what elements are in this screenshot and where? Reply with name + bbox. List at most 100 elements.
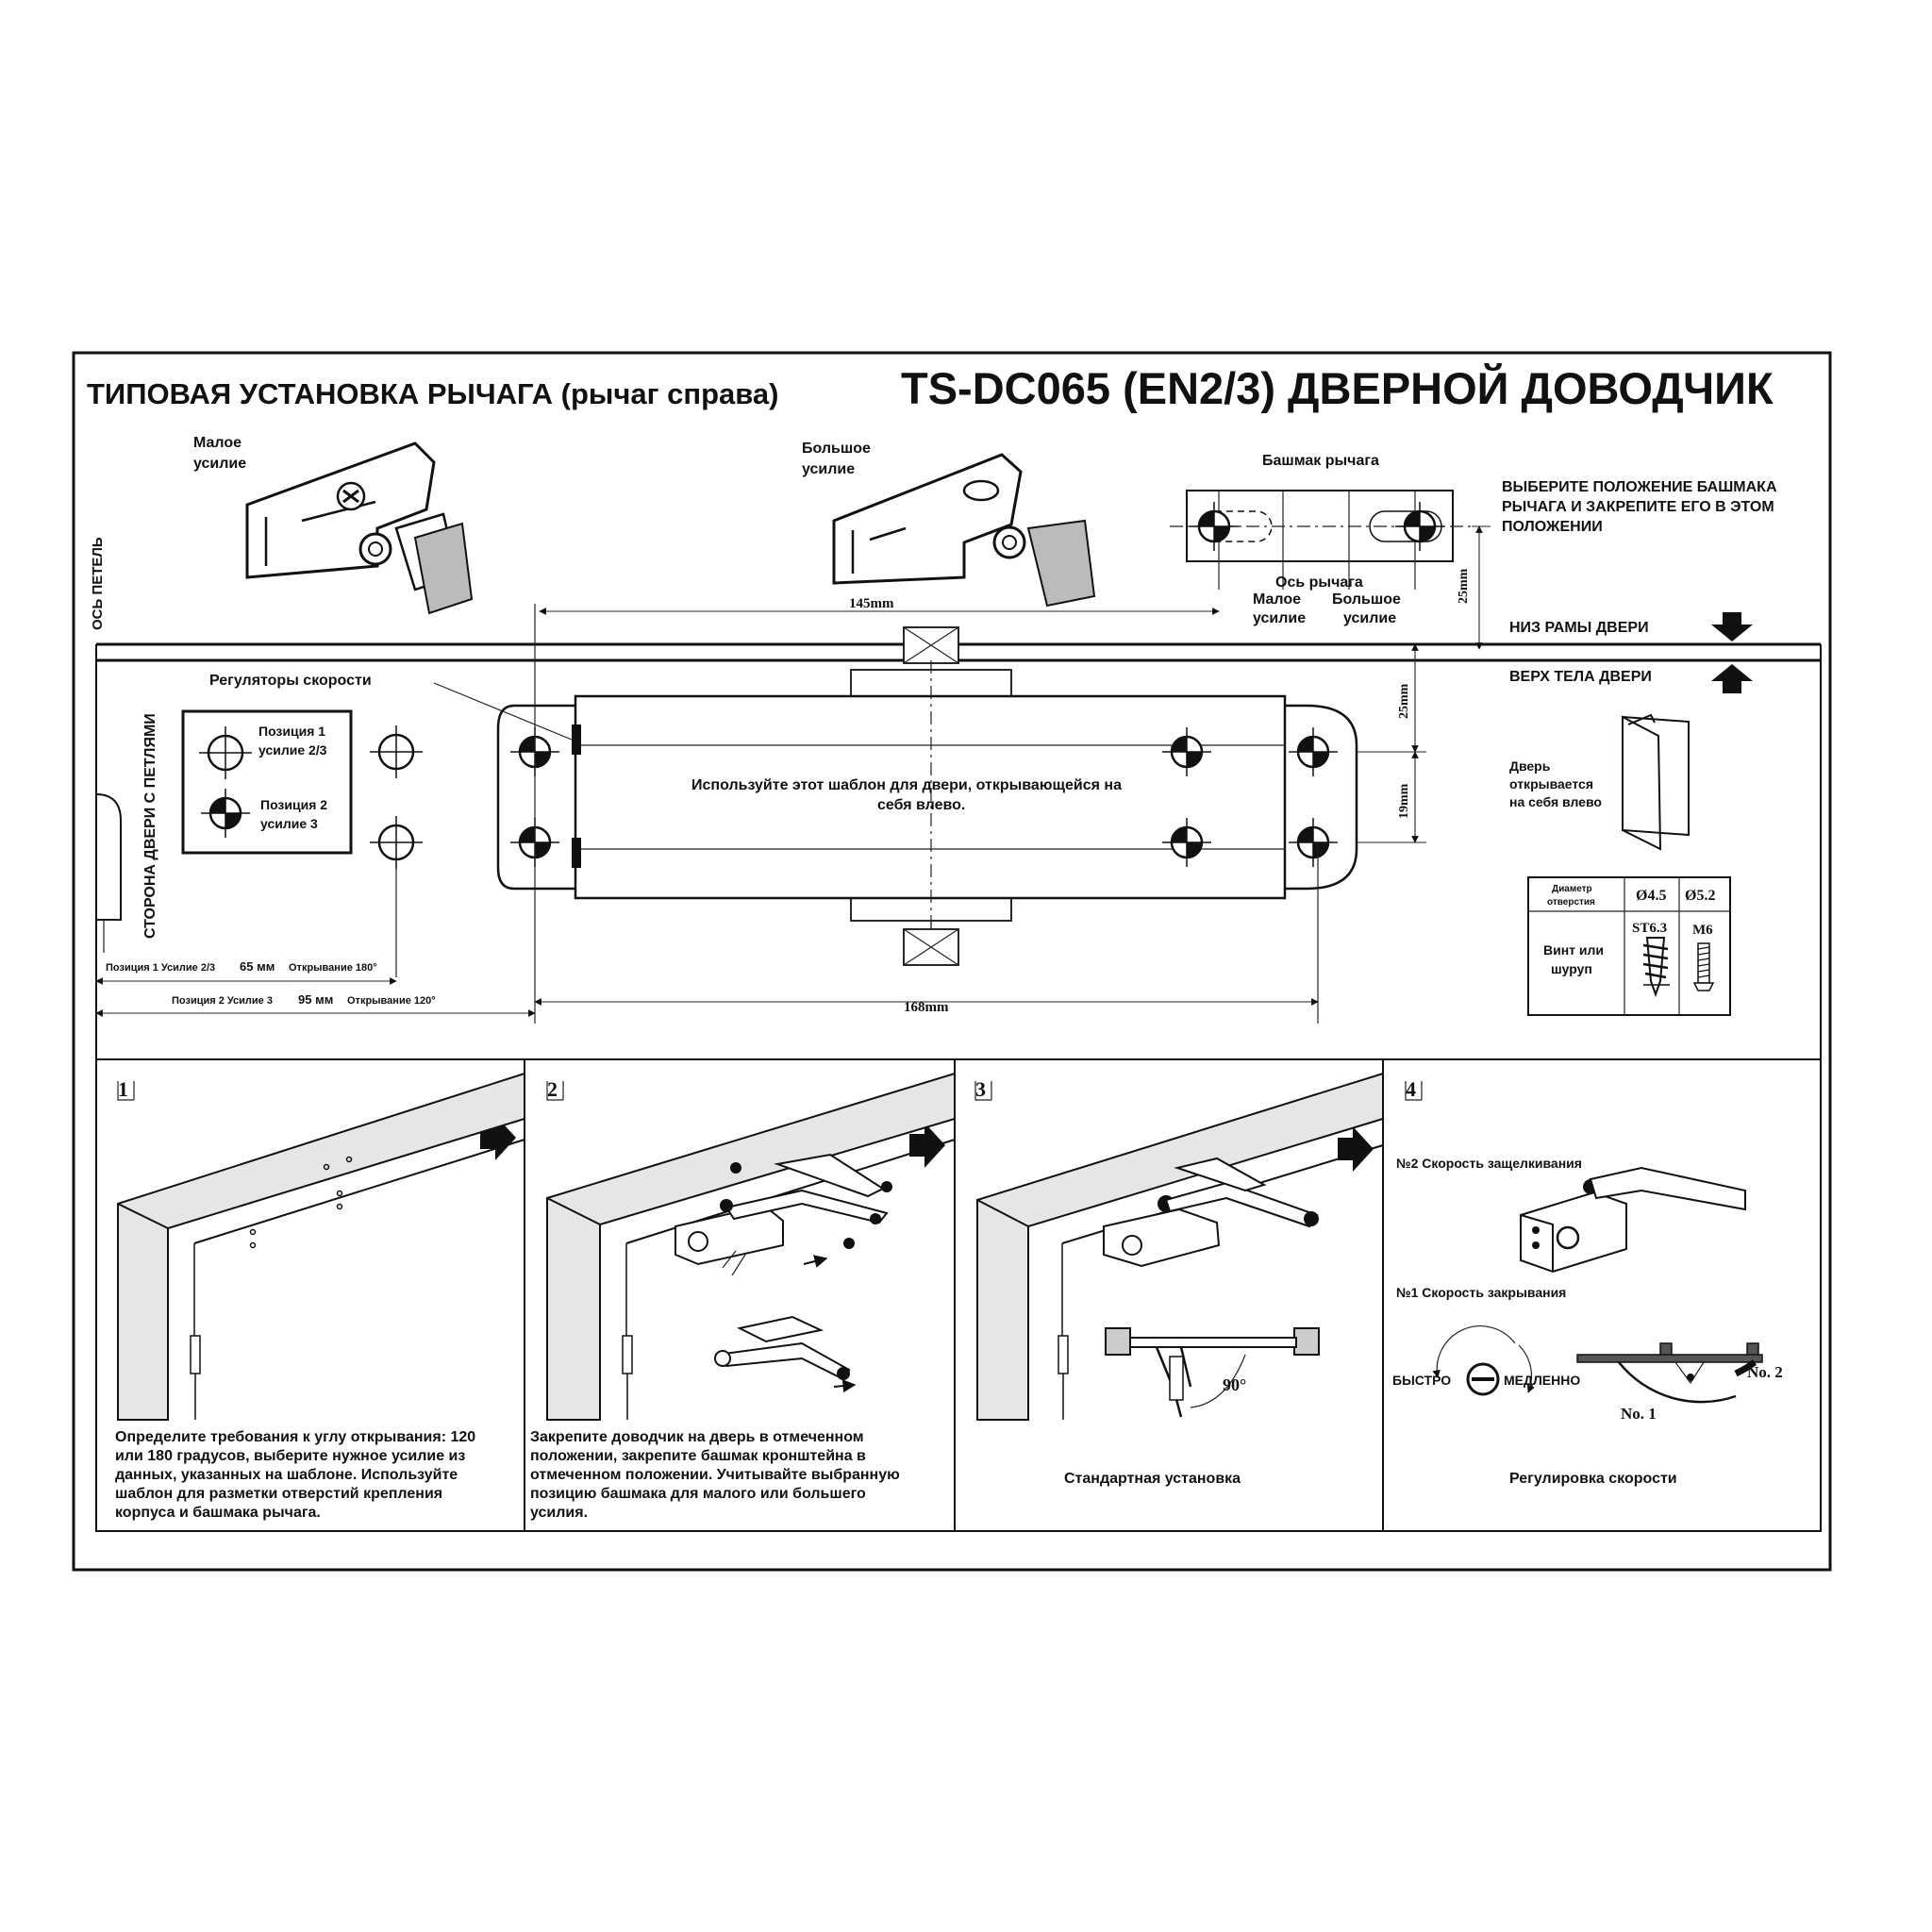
position-row-1: Позиция 1 Усилие 2/3 65 мм Открывание 18… bbox=[95, 959, 397, 985]
dim-19: 19mm bbox=[1397, 783, 1411, 819]
wood-screw-icon bbox=[1642, 937, 1670, 997]
step-2-panel: 2 Закрепите довод bbox=[530, 1072, 956, 1521]
step-3-number: 3 bbox=[975, 1077, 986, 1101]
row1-suffix: Открывание 180° bbox=[289, 962, 377, 974]
step-1-panel: 1 Определите требования к углу открывани… bbox=[115, 1072, 525, 1521]
title-left: ТИПОВАЯ УСТАНОВКА РЫЧАГА (рычаг справа) bbox=[87, 377, 778, 410]
door-opens-2: открывается bbox=[1509, 776, 1593, 791]
step-4-number: 4 bbox=[1406, 1077, 1416, 1101]
screw-s1: ST6.3 bbox=[1632, 921, 1667, 936]
step-4-caption: Регулировка скорости bbox=[1509, 1471, 1677, 1487]
arm-assembly-icon bbox=[714, 1315, 857, 1393]
slow-label: МЕДЛЕННО bbox=[1504, 1373, 1580, 1388]
closer-body-template: Используйте этот шаблон для двери, откры… bbox=[496, 660, 1358, 929]
speed-regulator-top bbox=[572, 724, 581, 755]
installed-closer-icon bbox=[1103, 1157, 1319, 1268]
door-opens-1: Дверь bbox=[1509, 758, 1551, 774]
shoe-large-2: усилие bbox=[1343, 610, 1396, 626]
shoe-small-force: Малое усилие bbox=[193, 435, 474, 615]
dim-145: 145mm bbox=[849, 596, 894, 611]
dim-25: 25mm bbox=[1397, 683, 1411, 719]
row2-suffix: Открывание 120° bbox=[347, 995, 436, 1007]
pos2-line-1: Позиция 2 bbox=[260, 797, 327, 812]
step-1-text-4: шаблон для разметки отверстий крепления bbox=[115, 1486, 442, 1502]
large-force-label-1: Большое bbox=[802, 441, 871, 457]
large-force-label-2: усилие bbox=[802, 461, 855, 477]
pos2-line-2: усилие 3 bbox=[260, 816, 318, 831]
step-1-text-1: Определите требования к углу открывания:… bbox=[115, 1429, 475, 1445]
hole-label-1: Диаметр bbox=[1552, 884, 1592, 894]
speed1-label: №1 Скорость закрывания bbox=[1396, 1285, 1566, 1300]
closer-exploded-icon bbox=[675, 1153, 892, 1276]
row2-prefix: Позиция 2 Усилие 3 bbox=[172, 995, 273, 1007]
step-4-panel: 4 №2 Скорость защелкивания №1 Скорость з… bbox=[1392, 1077, 1783, 1487]
closing-arc-icon bbox=[1576, 1342, 1763, 1404]
position-row-2: Позиция 2 Усилие 3 95 мм Открывание 120° bbox=[95, 992, 536, 1017]
use-template-1: Используйте этот шаблон для двери, откры… bbox=[691, 777, 1122, 793]
position-legend: Позиция 1 усилие 2/3 Позиция 2 усилие 3 bbox=[181, 709, 353, 855]
no1-label: No. 1 bbox=[1621, 1405, 1657, 1423]
step-2-text-1: Закрепите доводчик на дверь в отмеченном bbox=[530, 1429, 864, 1445]
speed2-label: №2 Скорость защелкивания bbox=[1396, 1156, 1582, 1171]
row2-value: 95 мм bbox=[298, 992, 333, 1007]
frame-bottom-label: НИЗ РАМЫ ДВЕРИ bbox=[1509, 620, 1649, 636]
step-2-text-4: позицию башмака для малого или большего bbox=[530, 1486, 866, 1502]
closer-speed-icon bbox=[1520, 1166, 1746, 1274]
speed-regulator-bottom bbox=[572, 838, 581, 868]
screw-table: Диаметр отверстия Ø4.5 Ø5.2 Винт или шур… bbox=[1527, 876, 1731, 1016]
lever-axis-label: Ось рычага bbox=[1275, 575, 1363, 591]
small-force-label-2: усилие bbox=[193, 456, 246, 472]
step-2-text-5: усилия. bbox=[530, 1505, 588, 1521]
step-1-number: 1 bbox=[118, 1077, 128, 1101]
small-force-label-1: Малое bbox=[193, 435, 242, 451]
step-3-panel: 3 90° Стандартная установка bbox=[974, 1072, 1384, 1487]
speed-regulators-label: Регуляторы скорости bbox=[209, 673, 372, 689]
dim-168: 168mm bbox=[904, 1000, 949, 1015]
shoe-small-2: усилие bbox=[1253, 610, 1306, 626]
shoe-small-1: Малое bbox=[1253, 591, 1301, 608]
hole-d1: Ø4.5 bbox=[1636, 888, 1666, 904]
step-2-number: 2 bbox=[547, 1077, 558, 1101]
step-3-angle: 90° bbox=[1223, 1375, 1246, 1394]
arrow-up-icon bbox=[1711, 664, 1753, 693]
fast-label: БЫСТРО bbox=[1392, 1373, 1451, 1388]
screw-label-1: Винт или bbox=[1543, 942, 1604, 958]
shoe-title: Башмак рычага bbox=[1262, 453, 1379, 469]
arrow-down-icon bbox=[1711, 612, 1753, 641]
dim-25-top: 25mm bbox=[1457, 568, 1471, 604]
step-2-text-2: положении, закрепите башмак кронштейна в bbox=[530, 1448, 866, 1464]
shoe-template: Башмак рычага Ось рычага Малое усилие Бо… bbox=[1170, 453, 1491, 650]
step-1-text-5: корпуса и башмака рычага. bbox=[115, 1505, 321, 1521]
outer-frame bbox=[72, 351, 1832, 1572]
pos1-line-2: усилие 2/3 bbox=[258, 742, 327, 758]
screw-label-2: шуруп bbox=[1551, 961, 1592, 976]
steps-frame bbox=[95, 1058, 1822, 1532]
no2-label: No. 2 bbox=[1747, 1363, 1783, 1381]
pos1-line-1: Позиция 1 bbox=[258, 724, 325, 739]
choose-line-3: ПОЛОЖЕНИИ bbox=[1502, 519, 1603, 535]
step-1-text-2: или 180 градусов, выберите нужное усилие… bbox=[115, 1448, 465, 1464]
speed-dial-icon bbox=[1432, 1325, 1535, 1396]
screw-s2: M6 bbox=[1692, 923, 1713, 938]
use-template-2: себя влево. bbox=[877, 797, 965, 813]
hinge-axis-label: ОСЬ ПЕТЕЛЬ bbox=[90, 537, 106, 630]
choose-shoe-text: ВЫБЕРИТЕ ПОЛОЖЕНИЕ БАШМАКА РЫЧАГА И ЗАКР… bbox=[1502, 479, 1777, 535]
top-view-90-icon: 90° bbox=[1105, 1327, 1320, 1418]
row1-prefix: Позиция 1 Усилие 2/3 bbox=[106, 962, 215, 974]
hinge-side-label: СТОРОНА ДВЕРИ С ПЕТЛЯМИ bbox=[142, 713, 158, 939]
shoe-large-1: Большое bbox=[1332, 591, 1401, 608]
hole-label-2: отверстия bbox=[1547, 897, 1595, 908]
choose-line-1: ВЫБЕРИТЕ ПОЛОЖЕНИЕ БАШМАКА bbox=[1502, 479, 1777, 495]
step-2-text-3: отмеченном положении. Учитывайте выбранн… bbox=[530, 1467, 900, 1483]
machine-screw-icon bbox=[1692, 942, 1715, 991]
choose-line-2: РЫЧАГА И ЗАКРЕПИТЕ ЕГО В ЭТОМ bbox=[1502, 499, 1774, 515]
door-opens-3: на себя влево bbox=[1509, 794, 1602, 809]
door-left-icon bbox=[1622, 713, 1690, 851]
step-3-caption: Стандартная установка bbox=[1064, 1471, 1241, 1487]
step-1-text-3: данных, указанных на шаблоне. Используйт… bbox=[115, 1467, 458, 1483]
shoe-large-force: Большое усилие bbox=[802, 441, 1096, 608]
hole-d2: Ø5.2 bbox=[1685, 888, 1715, 904]
door-top-label: ВЕРХ ТЕЛА ДВЕРИ bbox=[1509, 669, 1652, 685]
row1-value: 65 мм bbox=[240, 959, 275, 974]
